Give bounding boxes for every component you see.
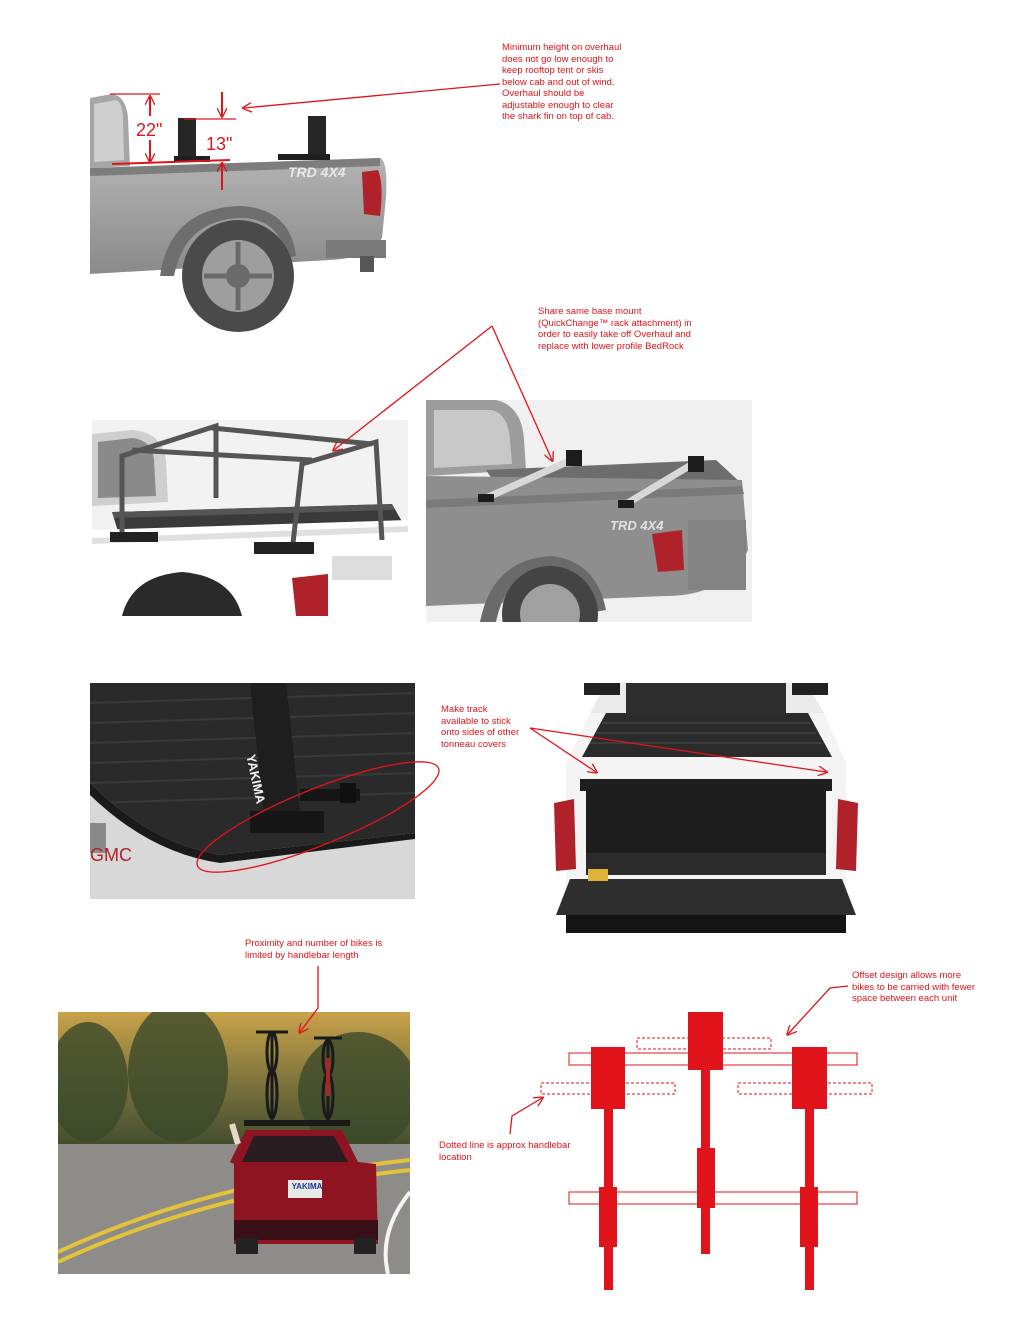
car-bikes-photo: YAKIMA YAKIMA <box>58 1012 410 1274</box>
bike-mount-center-wheel-holder <box>697 1148 715 1208</box>
rear-crossbar <box>568 1191 858 1205</box>
bike-mount-center-tray <box>701 1068 710 1254</box>
tonneau-closeup-photo: GMC YAKIMA <box>90 683 415 899</box>
proximity-note: Proximity and number of bikes is limited… <box>245 938 383 961</box>
bedrock-crossbar-truck-photo: TRD 4X4 <box>426 400 752 622</box>
bike-mount-left-tray <box>604 1108 613 1290</box>
tailgate-rear-photo <box>546 683 866 943</box>
cab-height-label: 22" <box>136 120 163 140</box>
offset-design-note: Offset design allows more bikes to be ca… <box>852 970 976 1004</box>
handlebar-dotted-right <box>737 1082 873 1095</box>
white-truck-overhaul-photo <box>92 420 408 616</box>
overhaul-height-note: Minimum height on overhaul does not go l… <box>502 42 622 122</box>
overhaul-truck-photo: TRD 4X4 <box>90 88 400 338</box>
svg-text:GMC: GMC <box>90 845 132 865</box>
handlebar-dotted-center <box>636 1037 772 1050</box>
bike-mount-left-fork <box>591 1047 625 1109</box>
handlebar-dotted-note: Dotted line is approx handlebar location <box>439 1140 571 1163</box>
bike-mount-center-fork <box>688 1012 723 1070</box>
dotted-note-arrow <box>509 1098 542 1135</box>
offset-arrow <box>788 985 849 1034</box>
truck-badge-2: TRD 4X4 <box>610 518 664 533</box>
base-mount-note: Share same base mount (QuickChange™ rack… <box>538 306 692 352</box>
handlebar-dotted-left <box>540 1082 676 1095</box>
bike-mount-right-wheel-holder <box>800 1187 818 1247</box>
bike-mount-right-tray <box>805 1108 814 1290</box>
track-note: Make track available to stick onto sides… <box>441 704 520 750</box>
bike-mount-right-fork <box>792 1047 827 1109</box>
truck-badge: TRD 4X4 <box>288 164 346 180</box>
license-plate-text: YAKIMA <box>291 1182 323 1191</box>
bike-mount-left-wheel-holder <box>599 1187 617 1247</box>
front-crossbar <box>568 1052 858 1066</box>
rack-height-label: 13" <box>206 134 233 154</box>
